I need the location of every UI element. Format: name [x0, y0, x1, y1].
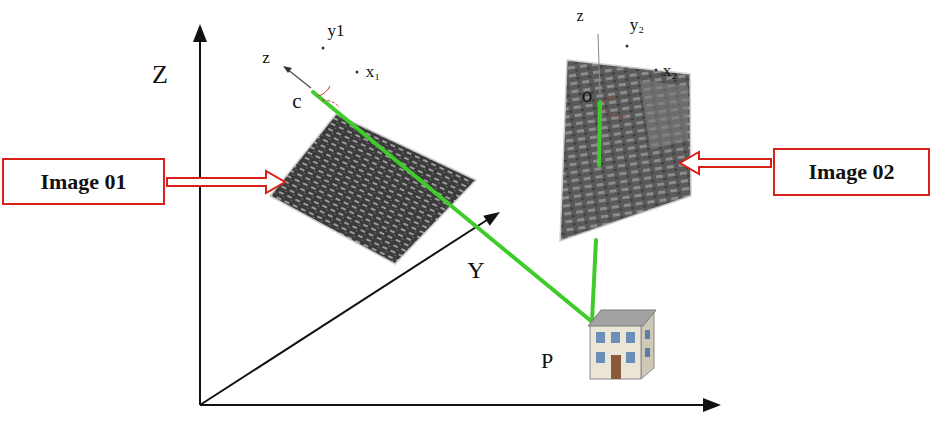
- frame-label: x₁: [366, 63, 380, 80]
- frame-label: z: [576, 8, 583, 24]
- projection-ray: [313, 92, 600, 321]
- point-label: P: [541, 350, 553, 372]
- frame-label: y₂: [630, 16, 644, 33]
- axis-label: Z: [152, 62, 168, 88]
- frame-label: x₂: [663, 62, 677, 79]
- box-label: Image 01: [40, 169, 126, 195]
- frame-label: o: [582, 85, 593, 106]
- image-photo: [560, 60, 691, 241]
- camera-frame: [598, 34, 658, 117]
- image-photo: [270, 114, 476, 264]
- box-label: Image 02: [808, 159, 894, 185]
- caption-box: Image 01: [2, 158, 165, 205]
- caption-box: Image 02: [773, 148, 930, 196]
- frame-label: y1: [328, 22, 345, 39]
- pointer-arrow: [167, 171, 285, 193]
- frame-label: z: [262, 49, 270, 66]
- axis-label: Y: [467, 258, 484, 282]
- building-icon: [588, 310, 656, 379]
- world-axes: [193, 24, 721, 412]
- pointer-arrow: [680, 152, 771, 174]
- frame-label: c: [292, 91, 301, 112]
